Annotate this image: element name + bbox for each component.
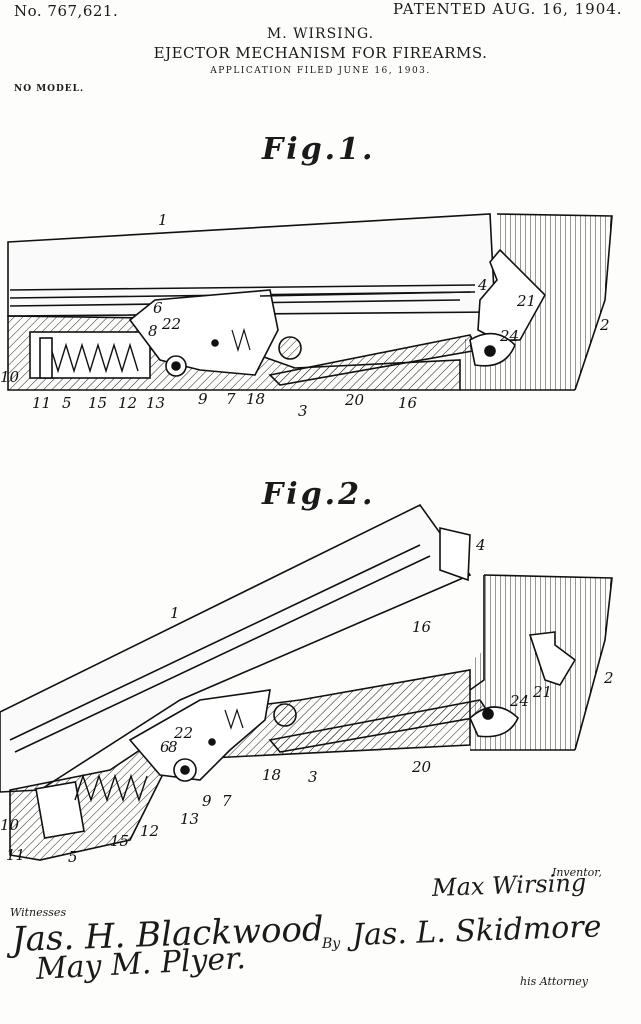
application-filed-date: APPLICATION FILED JUNE 16, 1903.: [210, 66, 431, 76]
inventor-name-header: M. WIRSING.: [266, 26, 375, 42]
fig2-ref-label: 12: [140, 822, 159, 840]
fig1-ref-label: 22: [161, 315, 181, 333]
fig1-ref-label: 15: [88, 394, 107, 412]
fig1-ref-label: 13: [146, 394, 165, 412]
figure-2-drawing: 4 1 16 2 21 24 6 22 8 10 11 5 15 12 13 9…: [0, 503, 614, 866]
fig2-ref-label: 18: [262, 766, 281, 784]
fig1-ref-label: 2: [599, 316, 610, 334]
fig2-ref-label: 10: [0, 816, 20, 834]
fig2-ref-label: 7: [222, 792, 232, 810]
fig1-ref-label: 12: [118, 394, 137, 412]
fig1-ref-label: 3: [298, 402, 308, 420]
by-label: By: [322, 936, 341, 952]
fig1-ref-label: 7: [226, 390, 236, 408]
fig2-ref-label: 21: [532, 683, 552, 701]
fig2-ref-label: 4: [475, 536, 486, 554]
no-model-note: NO MODEL.: [14, 84, 85, 94]
fig2-ref-label: 13: [180, 810, 199, 828]
figure-1-title: Fig.1.: [262, 132, 376, 167]
fig2-ref-label: 15: [110, 832, 129, 850]
fig2-ref-label: 11: [6, 846, 25, 864]
fig1-ref-label: 21: [516, 292, 536, 310]
fig2-ref-label: 9: [202, 792, 212, 810]
fig2-ref-label: 22: [173, 724, 193, 742]
fig2-ref-label: 1: [170, 604, 180, 622]
fig2-ref-label: 2: [603, 669, 614, 687]
figure-2-title: Fig.2.: [262, 477, 376, 512]
fig1-ref-label: 24: [499, 327, 519, 345]
fig2-ref-label: 6: [160, 738, 170, 756]
fig1-ref-label: 4: [477, 276, 488, 294]
fig1-ref-label: 20: [344, 391, 365, 409]
attorney-label: his Attorney: [520, 975, 589, 988]
inventor-label: Inventor,: [552, 866, 602, 879]
fig1-ref-label: 6: [153, 299, 163, 317]
witnesses-label: Witnesses: [10, 906, 67, 919]
patent-title: EJECTOR MECHANISM FOR FIREARMS.: [153, 44, 488, 62]
fig1-ref-label: 16: [398, 394, 418, 412]
fig2-ref-label: 24: [509, 692, 529, 710]
fig2-ref-label: 20: [411, 758, 432, 776]
patent-number: No. 767,621.: [14, 2, 119, 20]
fig1-ref-label: 5: [62, 394, 72, 412]
inventor-signature: Max Wirsing: [431, 868, 587, 902]
fig1-ref-label: 10: [0, 368, 20, 386]
fig1-ref-label: 18: [246, 390, 265, 408]
fig2-ref-label: 3: [308, 768, 318, 786]
fig1-ref-label: 9: [198, 390, 208, 408]
patent-date: PATENTED AUG. 16, 1904.: [393, 0, 623, 18]
figure-1-drawing: 1 2 4 21 24 6 8 22 10 11 5 15 12 13 9 7 …: [0, 211, 613, 420]
fig2-ref-label: 8: [168, 738, 178, 756]
fig1-ref-label: 11: [32, 394, 51, 412]
attorney-signature: Jas. L. Skidmore: [351, 909, 602, 953]
fig2-ref-label: 5: [68, 848, 78, 866]
fig2-ref-label: 16: [412, 618, 432, 636]
fig1-ref-label: 1: [158, 211, 168, 229]
fig1-ref-label: 8: [148, 322, 158, 340]
